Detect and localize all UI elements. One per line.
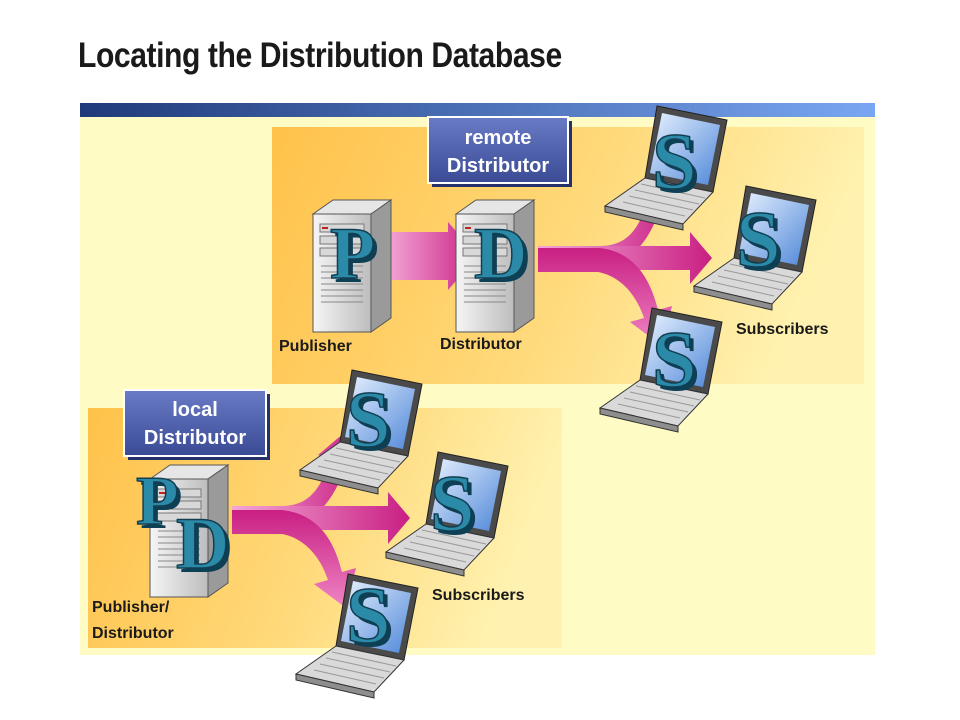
- local-subscriber-letter-icon: S: [346, 376, 391, 464]
- remote-distributor-scenario: P P D D S S S S S S remote Distributor P…: [272, 105, 864, 433]
- publisher-letter-shadow: P: [334, 217, 379, 299]
- distributor-label: Distributor: [440, 336, 522, 353]
- remote-badge-line2: Distributor: [447, 155, 549, 177]
- local-badge-line1: local: [172, 399, 218, 421]
- local-distributor-scenario: P P D D S S S S S S local Distributor Pu…: [88, 369, 562, 699]
- distributor-letter-shadow: D: [478, 217, 531, 299]
- remote-subscriber-letter-icon: S: [736, 196, 781, 284]
- local-publisher-letter-shadow: P: [140, 467, 183, 544]
- title-underline-bar: [80, 103, 875, 117]
- remote-subscriber-letter-icon: S: [652, 316, 697, 404]
- publisher-distributor-label-line2: Distributor: [92, 625, 174, 642]
- publisher-distributor-label-line1: Publisher/: [92, 599, 170, 616]
- local-subscriber-letter-shadow: S: [350, 576, 395, 664]
- slide-title: Locating the Distribution Database: [78, 36, 562, 75]
- remote-subscriber-letter-shadow: S: [740, 200, 785, 288]
- remote-distributor-badge: remote Distributor: [427, 116, 572, 187]
- local-subscriber-letter-icon: S: [430, 460, 475, 548]
- remote-subscriber-letter-shadow: S: [656, 320, 701, 408]
- local-subscribers-label: Subscribers: [432, 587, 525, 604]
- publisher-letter-icon: P: [330, 213, 375, 295]
- local-subscriber-letter-icon: S: [346, 572, 391, 660]
- remote-subscribers-label: Subscribers: [736, 321, 829, 338]
- local-publisher-letter-icon: P: [136, 463, 179, 540]
- distributor-letter-icon: D: [474, 213, 527, 295]
- publisher-label: Publisher: [279, 338, 352, 355]
- local-distributor-badge: local Distributor: [123, 389, 270, 460]
- remote-badge-line1: remote: [465, 127, 532, 149]
- local-badge-line2: Distributor: [144, 427, 246, 449]
- local-distributor-letter-shadow: D: [180, 507, 233, 589]
- local-distributor-letter-icon: D: [176, 503, 229, 585]
- remote-subscriber-letter-shadow: S: [656, 122, 701, 210]
- local-subscriber-letter-shadow: S: [350, 380, 395, 468]
- remote-subscriber-letter-icon: S: [652, 118, 697, 206]
- local-subscriber-letter-shadow: S: [434, 464, 479, 552]
